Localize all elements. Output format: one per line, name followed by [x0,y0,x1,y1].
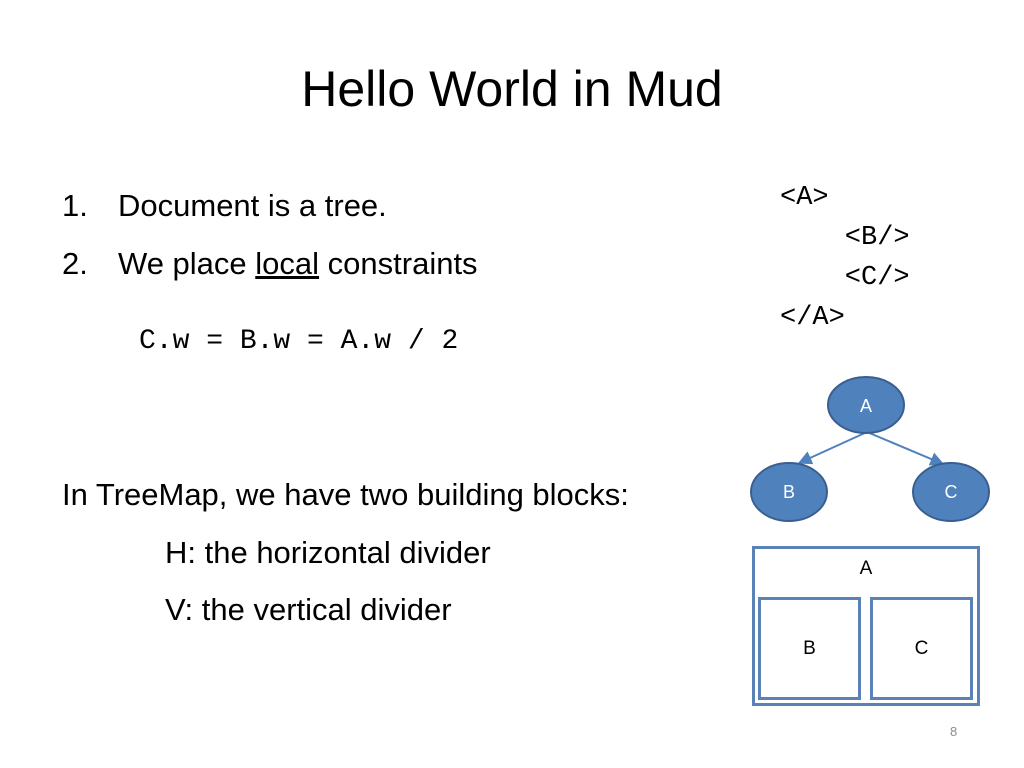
node-label-b: B [783,482,795,502]
block-h: H: the horizontal divider [165,535,491,570]
edge-a-b [797,431,868,465]
treemap-box-c: C [870,597,973,700]
page-number: 8 [950,724,958,739]
tree-diagram: A B C [750,376,990,522]
treemap-box-b: B [758,597,861,700]
list-item: 1. Document is a tree. [62,188,387,224]
code-line: </A> [780,303,845,333]
treemap-label-a: A [859,558,873,579]
list-text-pre: We place [118,246,256,281]
node-b [750,462,828,522]
list-text: Document is a tree. [118,188,387,223]
underlined-word: local [255,246,320,281]
slide-title: Hello World in Mud [301,61,723,117]
node-label-c: C [945,482,958,502]
edge-a-c [866,431,945,466]
code-line: <A> [780,183,829,213]
node-a [827,376,905,434]
treemap-label-b: B [803,637,816,659]
xml-code-block: <A> <B/> <C/> </A> [780,178,910,338]
list-number: 1. [62,188,88,223]
list-text-post: constraints [319,246,478,281]
block-v: V: the vertical divider [165,592,452,627]
treemap-label-c: C [914,637,929,659]
list-number: 2. [62,246,88,281]
list-item: 2. We place local constraints [62,246,478,282]
node-label-a: A [860,396,872,416]
node-c [912,462,990,522]
constraint-formula: C.w = B.w = A.w / 2 [139,326,459,357]
code-line: <C/> [780,263,910,293]
code-line: <B/> [780,223,910,253]
building-blocks-intro: In TreeMap, we have two building blocks: [62,477,629,512]
